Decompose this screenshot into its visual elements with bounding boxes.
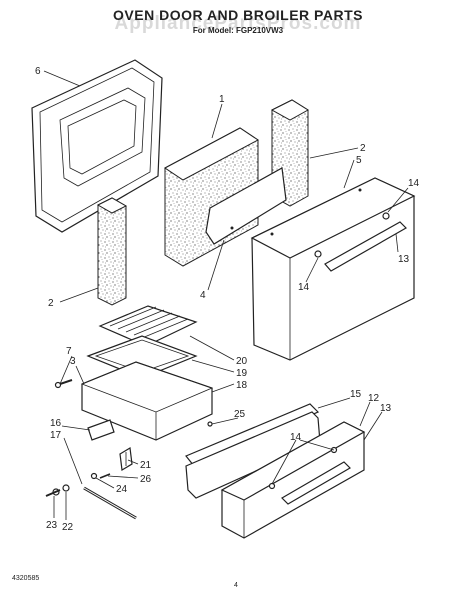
document-number: 4320585	[12, 575, 40, 582]
callout-13-bottom: 13	[380, 403, 392, 414]
outer-door-panel	[250, 177, 416, 361]
callout-2-left: 2	[48, 298, 54, 309]
callout-12: 12	[368, 393, 380, 404]
broiler-hinge-arm	[83, 486, 137, 520]
callout-1: 1	[219, 94, 225, 105]
hinge-bracket	[119, 447, 133, 471]
broiler-door-panel	[220, 421, 366, 539]
broiler-drawer	[80, 361, 214, 441]
callout-14-bottom: 14	[290, 432, 302, 443]
inner-door-liner	[31, 59, 163, 233]
callout-3: 3	[70, 356, 76, 367]
callout-14-top: 14	[408, 178, 420, 189]
callout-15: 15	[350, 389, 362, 400]
callout-22: 22	[62, 522, 74, 533]
heat-shield	[205, 167, 287, 245]
callout-17: 17	[50, 430, 62, 441]
broiler-grid	[98, 305, 198, 347]
leader-lines	[43, 70, 409, 520]
callout-7: 7	[66, 346, 72, 357]
watermark: AppliancePartsPros.com	[114, 13, 362, 34]
callout-13-top: 13	[398, 254, 410, 265]
page-number: 4	[234, 582, 238, 589]
callout-20: 20	[236, 356, 248, 367]
callout-6: 6	[35, 66, 41, 77]
fasteners	[45, 379, 213, 497]
callout-21: 21	[140, 460, 152, 471]
model-subtitle: For Model: FGP210VW3	[192, 26, 284, 35]
diagram-title: OVEN DOOR AND BROILER PARTS	[113, 7, 363, 23]
callout-18: 18	[236, 380, 248, 391]
callout-23: 23	[46, 520, 58, 531]
insulation-strip-left	[96, 197, 128, 306]
callout-16: 16	[50, 418, 62, 429]
callout-25: 25	[234, 409, 246, 420]
callout-14-mid: 14	[298, 282, 310, 293]
callout-numbers: 6 1 2 5 14 4 2 13 14 20 19 18 7 3 25 15 …	[35, 66, 420, 533]
callout-24: 24	[116, 484, 128, 495]
callout-5: 5	[356, 155, 362, 166]
callout-19: 19	[236, 368, 248, 379]
callout-2-right: 2	[360, 143, 366, 154]
callout-4: 4	[200, 290, 206, 301]
callout-26: 26	[140, 474, 152, 485]
